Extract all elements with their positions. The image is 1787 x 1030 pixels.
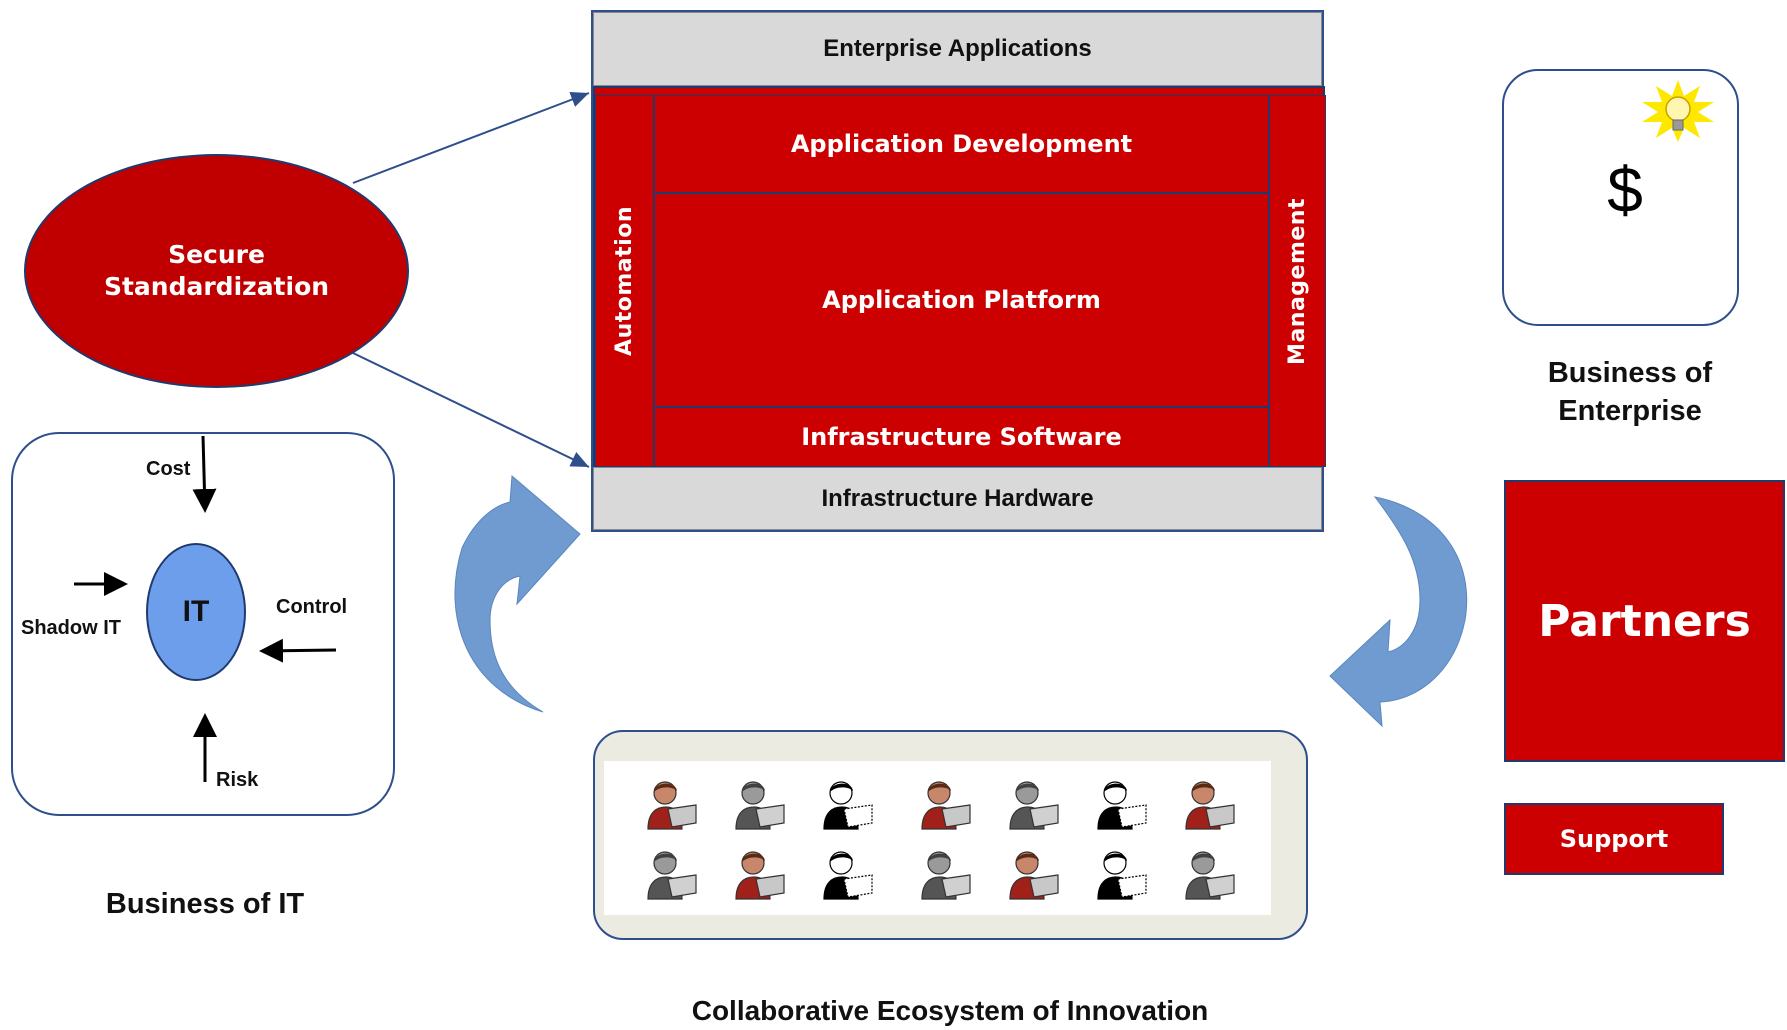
person-laptop-icon bbox=[1185, 781, 1235, 830]
person-laptop-icon bbox=[735, 851, 785, 900]
infrastructure-hardware-band: Infrastructure Hardware bbox=[593, 467, 1322, 530]
business-of-enterprise-caption-line1: Business of bbox=[1547, 357, 1713, 389]
shadow-it-label: Shadow IT bbox=[21, 617, 121, 639]
it-oval: IT bbox=[146, 543, 246, 681]
automation-column: Automation bbox=[595, 95, 654, 467]
business-of-enterprise-box bbox=[1502, 69, 1739, 326]
infrastructure-software-label: Infrastructure Software bbox=[801, 423, 1122, 451]
person-laptop-icon bbox=[647, 781, 697, 830]
person-laptop-icon bbox=[1009, 781, 1059, 830]
partners-label: Partners bbox=[1538, 595, 1751, 647]
person-laptop-icon bbox=[823, 781, 873, 830]
support-box: Support bbox=[1504, 803, 1724, 875]
dollar-sign: $ bbox=[1607, 154, 1643, 226]
application-development-layer: Application Development bbox=[654, 95, 1269, 193]
enterprise-applications-label: Enterprise Applications bbox=[823, 35, 1092, 62]
person-laptop-icon bbox=[647, 851, 697, 900]
person-laptop-icon bbox=[1097, 851, 1147, 900]
person-laptop-icon bbox=[735, 781, 785, 830]
control-arrow bbox=[259, 638, 337, 663]
business-of-it-box bbox=[11, 432, 395, 816]
partners-box: Partners bbox=[1504, 480, 1785, 762]
person-laptop-icon bbox=[1185, 851, 1235, 900]
connector-to-development bbox=[352, 91, 590, 184]
person-laptop-icon bbox=[921, 851, 971, 900]
automation-label: Automation bbox=[612, 206, 637, 356]
cost-arrow bbox=[192, 435, 217, 513]
person-laptop-icon bbox=[823, 851, 873, 900]
support-label: Support bbox=[1559, 825, 1669, 853]
application-platform-layer: Application Platform bbox=[654, 193, 1269, 407]
application-platform-label: Application Platform bbox=[822, 286, 1101, 314]
cycle-arrow-left bbox=[454, 474, 581, 713]
person-laptop-icon bbox=[921, 781, 971, 830]
management-column: Management bbox=[1269, 95, 1326, 467]
ecosystem-caption: Collaborative Ecosystem of Innovation bbox=[691, 995, 1209, 1026]
application-development-label: Application Development bbox=[790, 130, 1133, 158]
lightbulb-icon bbox=[1642, 80, 1714, 142]
people-grid bbox=[604, 761, 1271, 915]
risk-label: Risk bbox=[216, 769, 259, 791]
control-label: Control bbox=[276, 596, 348, 618]
business-of-it-caption: Business of IT bbox=[105, 887, 305, 920]
secure-standardization-ellipse: Secure Standardization bbox=[24, 154, 409, 388]
secure-standardization-label: Secure Standardization bbox=[103, 240, 330, 301]
connector-to-hardware bbox=[352, 352, 590, 468]
infrastructure-hardware-label: Infrastructure Hardware bbox=[821, 484, 1094, 512]
person-laptop-icon bbox=[1009, 851, 1059, 900]
it-label: IT bbox=[182, 595, 210, 628]
cost-label: Cost bbox=[146, 458, 191, 480]
management-label: Management bbox=[1285, 197, 1310, 365]
enterprise-applications-band: Enterprise Applications bbox=[593, 12, 1322, 86]
business-of-enterprise-caption: Business of Enterprise bbox=[1480, 352, 1780, 432]
cycle-arrow-right bbox=[1329, 496, 1468, 728]
infrastructure-software-layer: Infrastructure Software bbox=[654, 407, 1269, 467]
business-of-enterprise-caption-line2: Enterprise bbox=[1558, 395, 1702, 427]
person-laptop-icon bbox=[1097, 781, 1147, 830]
